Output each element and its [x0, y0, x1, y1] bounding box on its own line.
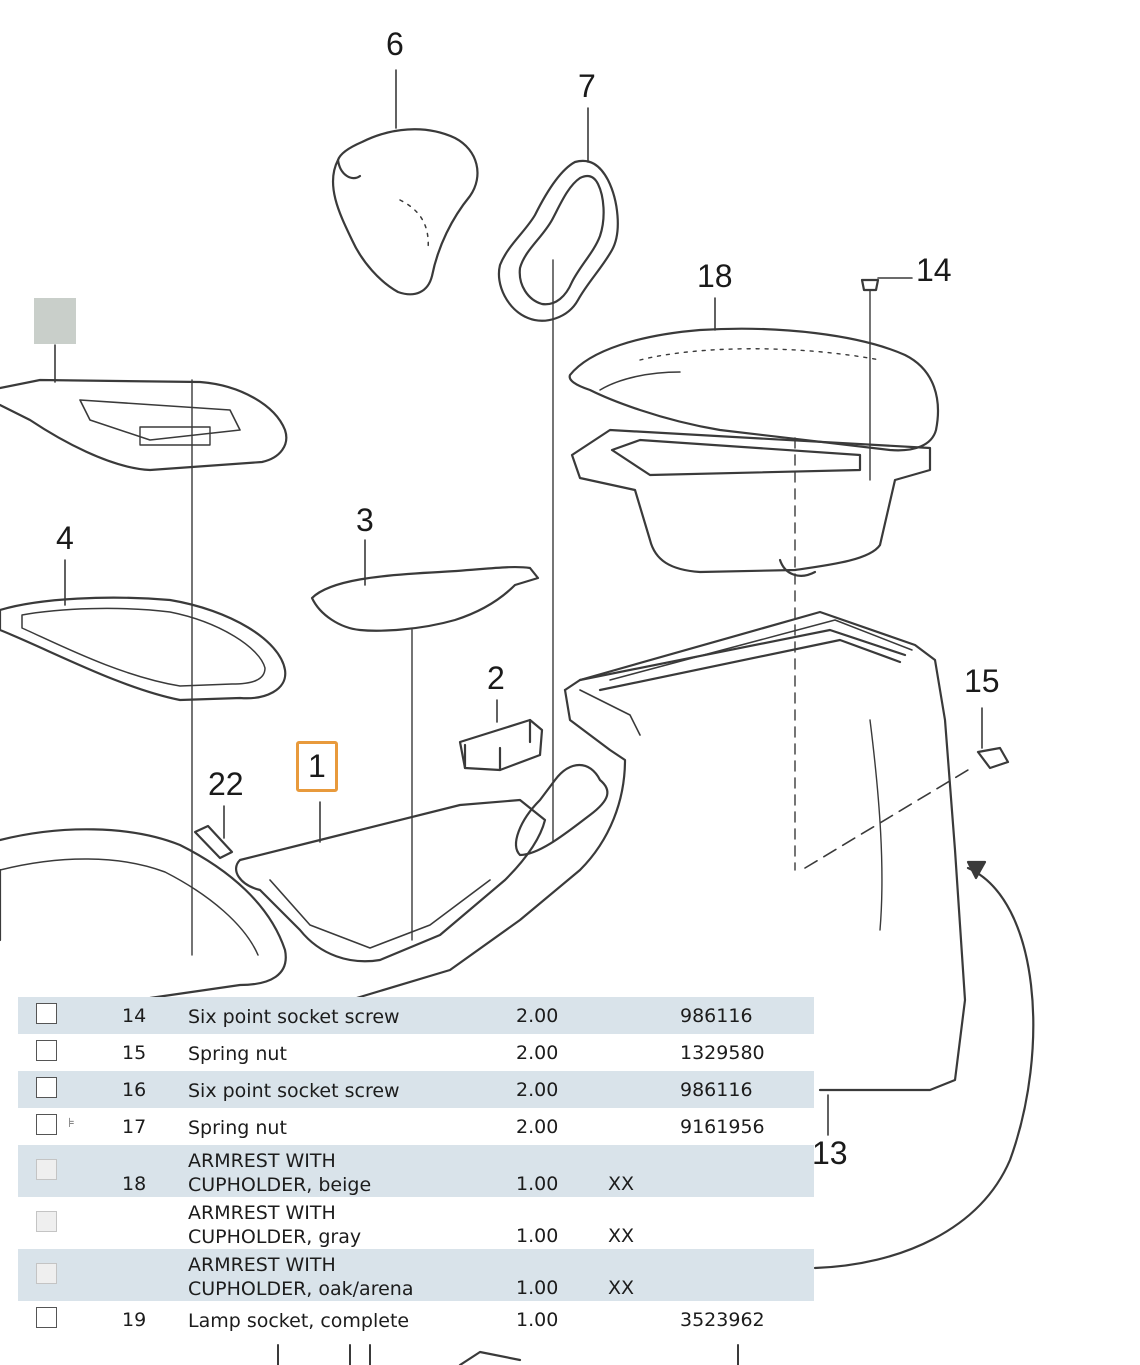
part-description: Lamp socket, complete — [188, 1309, 409, 1333]
part-quantity: 2.00 — [516, 1042, 559, 1064]
part-position: 19 — [122, 1309, 147, 1331]
part-18-armrest-lid — [568, 297, 940, 452]
part-description-line: ARMREST WITH — [188, 1202, 336, 1224]
tree-connector-icon: ⊧ — [68, 1116, 75, 1131]
part-quantity: 2.00 — [516, 1116, 559, 1138]
part-position: 15 — [122, 1042, 147, 1064]
callout-6[interactable]: 6 — [386, 26, 404, 62]
row-checkbox[interactable] — [36, 1077, 57, 1098]
upper-left-panel — [0, 344, 288, 956]
part-quantity: 1.00 — [516, 1309, 559, 1331]
part-description-line: Six point socket screw — [188, 1006, 400, 1028]
part-description-line: Lamp socket, complete — [188, 1310, 410, 1332]
callout-14[interactable]: 14 — [916, 252, 952, 288]
part-description-line: CUPHOLDER, gray — [188, 1226, 362, 1248]
part-6-gear-boot — [331, 69, 479, 296]
row-checkbox[interactable] — [36, 1114, 57, 1135]
part-2-clip — [458, 699, 544, 772]
callout-3[interactable]: 3 — [356, 502, 374, 538]
row-checkbox[interactable] — [36, 1040, 57, 1061]
callout-4[interactable]: 4 — [56, 520, 74, 556]
row-checkbox[interactable] — [36, 1003, 57, 1024]
callout-18[interactable]: 18 — [697, 258, 733, 294]
part-description-line: CUPHOLDER, oak/arena — [188, 1278, 414, 1300]
part-22-clip — [193, 805, 234, 860]
part-number: 9161956 — [680, 1116, 765, 1138]
gray-color-swatch — [34, 298, 76, 344]
part-description: Six point socket screw — [188, 1079, 400, 1103]
callout-2[interactable]: 2 — [487, 660, 505, 696]
part-1-front-tray — [235, 798, 547, 963]
table-row: 14 Six point socket screw 2.00 986116 — [18, 997, 814, 1034]
part-14-screw — [860, 277, 913, 481]
part-quantity: 1.00 — [516, 1225, 559, 1247]
row-checkbox — [36, 1159, 57, 1180]
part-number: 986116 — [680, 1079, 753, 1101]
callout-22[interactable]: 22 — [208, 766, 244, 802]
part-number: 1329580 — [680, 1042, 765, 1064]
part-description: Spring nut — [188, 1116, 287, 1140]
part-description-line: ARMREST WITH — [188, 1254, 336, 1276]
row-checkbox — [36, 1263, 57, 1284]
part-7-gear-frame — [497, 107, 619, 843]
part-description-line: ARMREST WITH — [188, 1150, 336, 1172]
part-number: 3523962 — [680, 1309, 765, 1331]
part-4-frame — [0, 559, 287, 702]
row-checkbox[interactable] — [36, 1307, 57, 1328]
table-row: ⊧ 17 Spring nut 2.00 9161956 — [18, 1108, 814, 1145]
table-row: 15 Spring nut 2.00 1329580 — [18, 1034, 814, 1071]
callout-1-highlighted[interactable]: 1 — [296, 741, 338, 792]
callout-7[interactable]: 7 — [578, 68, 596, 104]
part-15-spring-nut — [976, 707, 1010, 770]
part-flag: XX — [608, 1277, 635, 1299]
part-description: Spring nut — [188, 1042, 287, 1066]
table-row: 19 Lamp socket, complete 1.00 3523962 — [18, 1301, 814, 1338]
table-row: 16 Six point socket screw 2.00 986116 — [18, 1071, 814, 1108]
part-description-line: Spring nut — [188, 1117, 287, 1139]
part-quantity: 1.00 — [516, 1277, 559, 1299]
part-quantity: 2.00 — [516, 1079, 559, 1101]
part-position: 16 — [122, 1079, 147, 1101]
part-flag: XX — [608, 1225, 635, 1247]
part-description-line: Spring nut — [188, 1043, 287, 1065]
row-checkbox — [36, 1211, 57, 1232]
callout-15[interactable]: 15 — [964, 663, 1000, 699]
part-quantity: 1.00 — [516, 1173, 559, 1195]
main-console — [348, 610, 967, 1092]
armrest-tray — [570, 428, 932, 577]
part-flag: XX — [608, 1173, 635, 1195]
part-position: 17 — [122, 1116, 147, 1138]
part-description-line: Six point socket screw — [188, 1080, 400, 1102]
part-number: 986116 — [680, 1005, 753, 1027]
part-quantity: 2.00 — [516, 1005, 559, 1027]
part-3-cover — [310, 539, 540, 941]
part-description-line: CUPHOLDER, beige — [188, 1174, 372, 1196]
part-position: 18 — [122, 1173, 147, 1195]
callout-13[interactable]: 13 — [812, 1135, 848, 1171]
lower-left-bezel — [0, 828, 287, 1002]
part-description: Six point socket screw — [188, 1005, 400, 1029]
part-position: 14 — [122, 1005, 147, 1027]
